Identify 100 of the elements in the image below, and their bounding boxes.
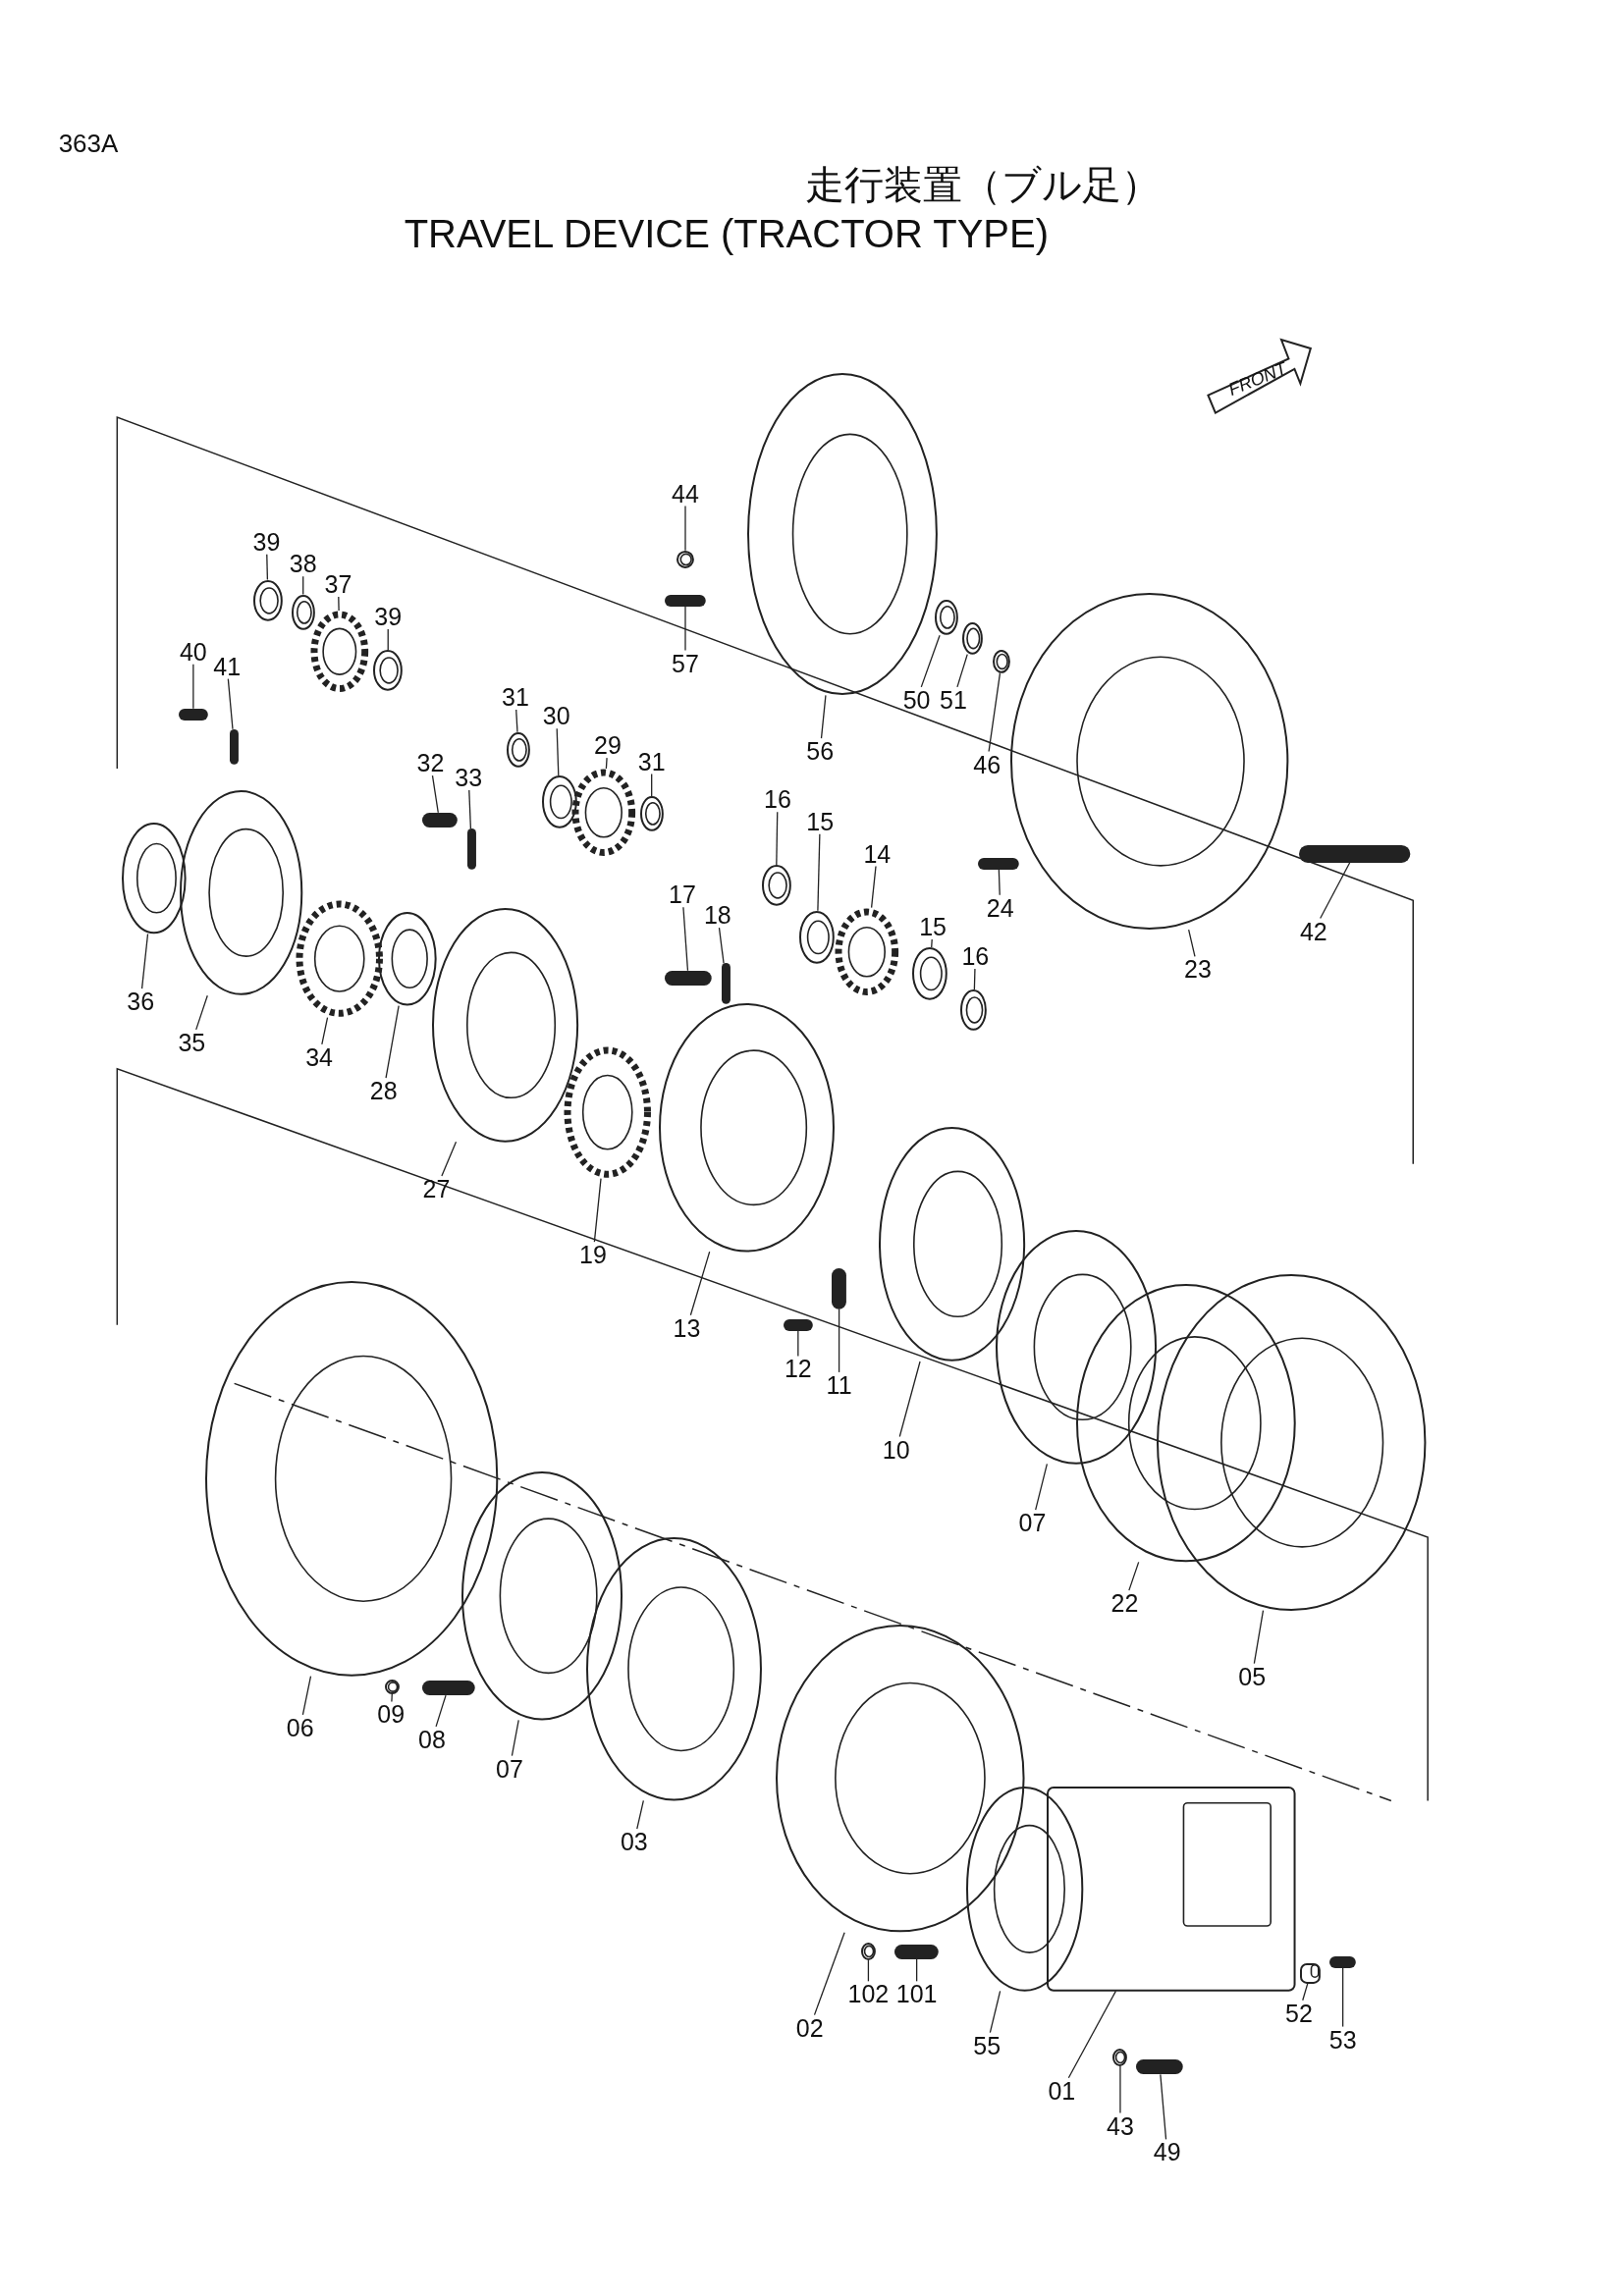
leader-line	[817, 833, 821, 912]
ring-drawing	[121, 823, 187, 934]
leader-line	[956, 654, 968, 688]
callout-number: 06	[286, 1714, 314, 1740]
leader-line	[689, 1251, 711, 1316]
callout-number: 29	[594, 732, 622, 759]
ring-drawing	[291, 594, 315, 630]
callout-number: 38	[289, 551, 317, 577]
callout-number: 46	[973, 751, 1001, 777]
callout-number: 43	[1107, 2112, 1134, 2139]
callout-number: 12	[784, 1356, 812, 1382]
leader-line	[813, 1932, 845, 2016]
ring-drawing	[799, 910, 836, 964]
ring-drawing	[639, 796, 664, 832]
pin-drawing	[421, 812, 458, 828]
page-number: 363A	[58, 129, 119, 160]
ring-drawing	[996, 1229, 1158, 1465]
callout-number: 08	[418, 1726, 446, 1752]
callout-number: 57	[672, 650, 699, 676]
callout-number: 01	[1048, 2077, 1076, 2104]
leader-line	[651, 773, 653, 797]
leader-line	[973, 968, 976, 990]
pin-drawing	[466, 828, 476, 870]
ring-drawing	[385, 1679, 401, 1694]
leader-line	[989, 1990, 1001, 2034]
callout-number: 16	[961, 942, 990, 969]
ring-drawing	[966, 1786, 1084, 1992]
pin-drawing	[783, 1318, 813, 1331]
pin-drawing	[421, 1681, 475, 1696]
callout-number: 42	[1299, 918, 1327, 944]
leader-line	[684, 605, 686, 652]
pin-drawing	[178, 708, 208, 721]
leader-line	[140, 933, 149, 989]
ring-drawing	[431, 907, 579, 1143]
pin-drawing	[1298, 844, 1411, 863]
callout-number: 36	[127, 988, 155, 1015]
callout-number: 10	[882, 1436, 910, 1463]
ring-drawing	[1112, 2048, 1128, 2066]
subtitle: TRAVEL DEVICE (TRACTOR TYPE)	[404, 212, 1050, 257]
callout-number: 27	[422, 1176, 451, 1202]
leader-line	[718, 927, 725, 964]
leader-line	[1067, 1990, 1117, 2079]
ring-drawing	[253, 579, 283, 621]
callout-number: 17	[669, 881, 696, 908]
callout-number: 55	[973, 2032, 1001, 2058]
callout-number: 22	[1110, 1590, 1139, 1617]
pin-drawing	[230, 728, 240, 765]
ring-drawing	[1076, 1284, 1296, 1563]
pin-drawing	[665, 970, 712, 986]
leader-line	[684, 505, 686, 552]
leader-line	[227, 677, 234, 730]
leader-line	[1119, 2064, 1121, 2114]
leader-line	[1160, 2073, 1167, 2141]
ring-drawing	[934, 600, 958, 636]
callout-number: 16	[764, 786, 791, 813]
leader-line	[301, 1676, 312, 1716]
ring-drawing	[659, 1002, 836, 1253]
callout-number: 102	[847, 1981, 890, 2007]
leader-line	[593, 1177, 602, 1243]
callout-number: 35	[178, 1029, 206, 1055]
callout-number: 11	[826, 1371, 852, 1398]
ring-drawing	[585, 1537, 762, 1801]
ring-drawing	[377, 912, 437, 1006]
ring-drawing	[507, 731, 530, 768]
callout-number: 51	[940, 686, 967, 713]
housing-drawing	[1047, 1786, 1296, 1992]
leader-line	[195, 994, 208, 1031]
callout-number: 32	[416, 750, 445, 776]
leader-line	[338, 596, 340, 612]
leader-line	[1188, 929, 1196, 957]
callout-number: 05	[1238, 1663, 1267, 1689]
leader-line	[1128, 1561, 1140, 1591]
pin-drawing	[832, 1267, 847, 1309]
callout-number: 07	[496, 1755, 523, 1782]
callout-number: 28	[369, 1078, 398, 1104]
leader-line	[556, 727, 560, 777]
ring-drawing	[961, 621, 983, 655]
gear-drawing	[564, 1046, 652, 1179]
ring-drawing	[761, 865, 791, 907]
ring-drawing	[776, 1625, 1025, 1933]
leader-line	[515, 709, 518, 733]
callout-number: 24	[986, 894, 1014, 921]
callout-number: 13	[673, 1314, 701, 1341]
ring-drawing	[460, 1470, 623, 1721]
leader-line	[988, 672, 1001, 753]
callout-number: 14	[863, 840, 892, 867]
callout-number: 44	[672, 480, 699, 507]
gear-drawing	[570, 769, 636, 857]
callout-number: 50	[902, 686, 931, 713]
leader-line	[1035, 1463, 1049, 1511]
ring-drawing	[912, 946, 947, 1000]
leader-line	[682, 906, 689, 972]
callout-number: 101	[895, 1981, 938, 2007]
leader-line	[321, 1016, 329, 1045]
callout-number: 15	[919, 914, 947, 940]
callout-number: 34	[305, 1043, 334, 1070]
callout-number: 41	[213, 653, 242, 679]
ring-drawing	[960, 989, 988, 1031]
leader-line	[385, 1004, 400, 1079]
pin-drawing	[722, 963, 731, 1005]
